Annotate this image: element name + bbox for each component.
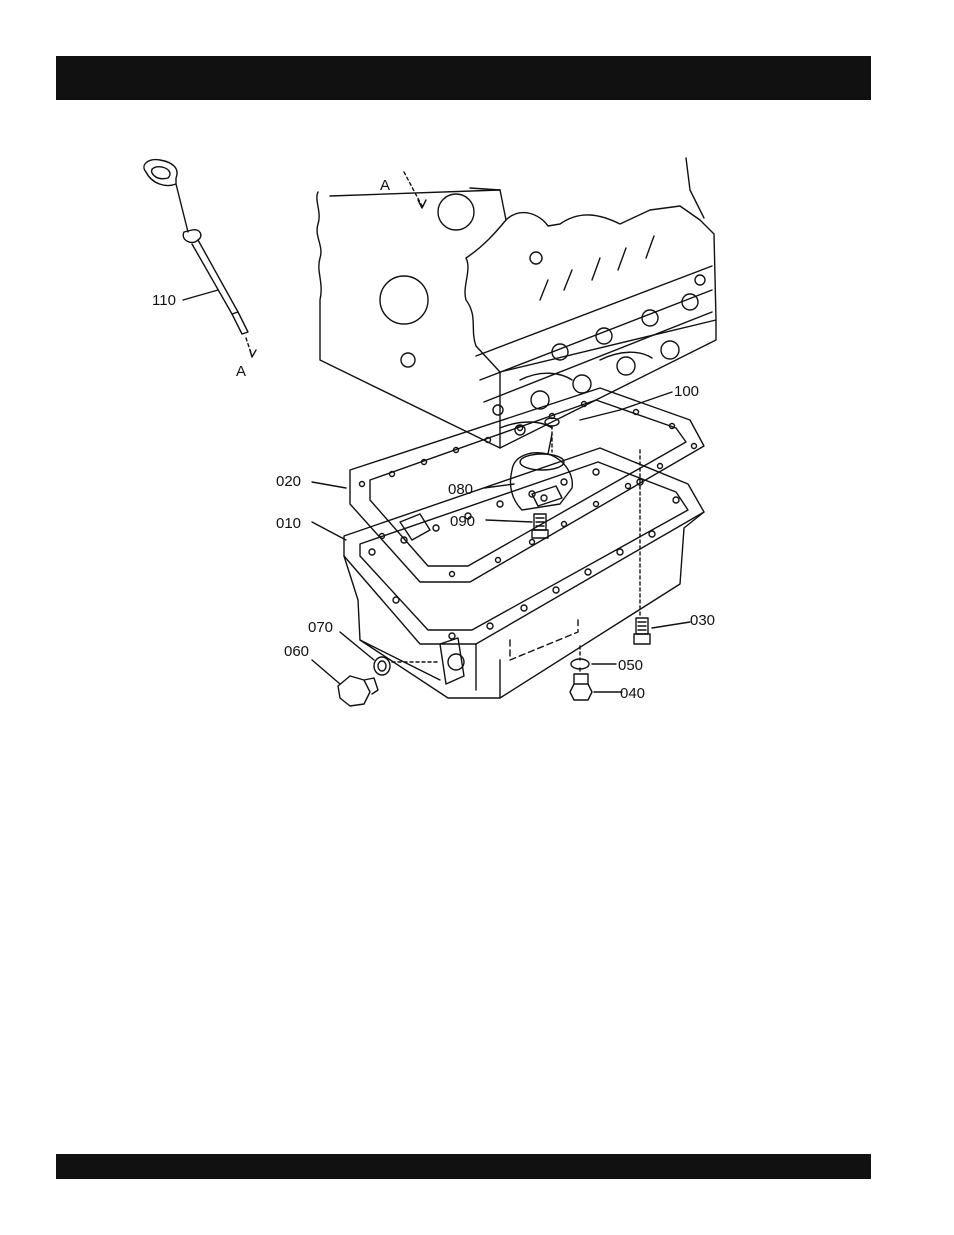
bolt-030	[634, 618, 650, 644]
drain-washer	[374, 657, 390, 675]
callout-060: 060	[284, 643, 309, 660]
callout-020: 020	[276, 473, 301, 490]
callout-110: 110	[152, 292, 176, 309]
nut-040	[570, 674, 592, 700]
oil-strainer	[510, 434, 572, 510]
engine-block	[317, 158, 716, 448]
callout-030: 030	[690, 612, 715, 629]
oil-pan-gasket	[350, 388, 704, 582]
oil-pan	[344, 448, 704, 698]
drain-plug	[338, 676, 378, 706]
callout-010: 010	[276, 515, 301, 532]
callout-050: 050	[618, 657, 643, 674]
callout-070: 070	[308, 619, 333, 636]
callout-090: 090	[450, 513, 475, 530]
callout-a-upper: A	[380, 177, 390, 194]
bolt-090	[532, 514, 548, 538]
callout-080: 080	[448, 481, 473, 498]
callout-100: 100	[674, 383, 699, 400]
callout-a-lower: A	[236, 363, 246, 380]
callout-040: 040	[620, 685, 645, 702]
footer-bar	[56, 1154, 871, 1179]
